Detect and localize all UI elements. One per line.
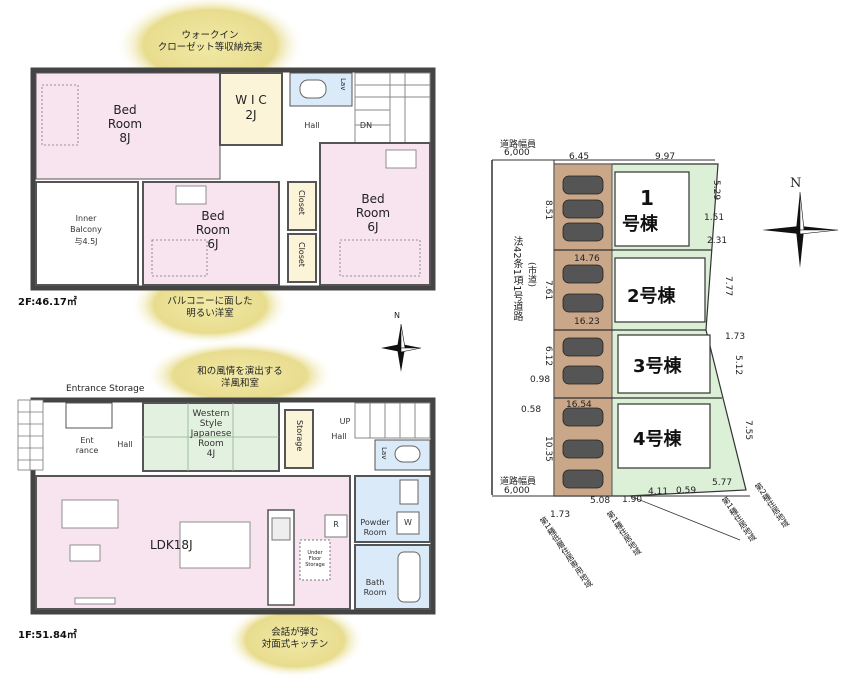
road-top-label: 道路幅員	[500, 140, 537, 150]
entrance-label2: rance	[75, 446, 99, 455]
dim-0-58: 0.58	[521, 405, 542, 415]
callout-1f-top-line2: 洋風和室	[220, 378, 259, 389]
bedroom-6j-a-size: 6J	[207, 237, 219, 251]
bath-room-label1: Bath	[365, 578, 385, 587]
hall-2f-label: Hall	[304, 121, 320, 130]
dim-10-35: 10.35	[543, 436, 553, 462]
underfloor-label1: Under	[307, 550, 323, 556]
callout-glow-1f-bottom	[225, 602, 365, 678]
dim-14-76: 14.76	[574, 254, 600, 264]
inner-balcony-label2: Balcony	[70, 225, 102, 234]
callout-1f-bottom-line1: 会話が弾む	[271, 627, 319, 638]
site-plan: N 道路幅員 6,000 道路幅員 6,000 法42条1項1号道路 (市道) …	[470, 0, 848, 679]
callout-glow-1f-top	[145, 340, 335, 410]
western-room-label1: Western	[192, 409, 230, 419]
dim-9-97: 9.97	[655, 152, 676, 162]
hall-2-1f-label: Hall	[331, 432, 347, 441]
dim-16-23: 16.23	[574, 317, 600, 327]
dim-7-77: 7.77	[723, 276, 733, 297]
building-2-label: 2号棟	[627, 286, 676, 307]
site-plan-drawing	[491, 159, 839, 541]
closet-b-label: Closet	[297, 242, 306, 267]
lav-1f-label: Lav	[380, 447, 388, 460]
inner-balcony-label1: Inner	[75, 214, 97, 223]
dim-0-98: 0.98	[530, 375, 551, 385]
road-bottom-label: 道路幅員	[500, 477, 537, 487]
building-4-label: 4号棟	[633, 429, 682, 450]
callout-1f-bottom-line2: 対面式キッチン	[261, 639, 329, 650]
bedroom-8j-size: 8J	[119, 131, 131, 145]
dim-8-51: 8.51	[543, 200, 553, 221]
underfloor-label2: Floor	[308, 556, 322, 562]
site-north-label: N	[790, 176, 802, 191]
floor-1-area: 1F:51.84㎡	[18, 630, 77, 641]
dn-label: DN	[359, 121, 373, 130]
ldk-label: LDK18J	[150, 538, 193, 552]
dim-0-59: 0.59	[676, 486, 697, 496]
compass-n-small: N	[394, 311, 400, 320]
dim-1-51: 1.51	[704, 213, 725, 223]
callout-2f-bottom-line1: バルコニーに面した	[167, 296, 253, 307]
floor-1-plan	[17, 397, 436, 615]
underfloor-label3: Storage	[305, 562, 325, 568]
dim-4-11: 4.11	[648, 487, 669, 497]
dim-5-29: 5.29	[711, 180, 721, 201]
entrance-storage-label: Entrance Storage	[66, 384, 145, 394]
callout-2f-top-line2: クローゼット等収納充実	[157, 42, 263, 53]
floor-plans: ウォークイン クローゼット等収納充実 Bed Room 8J W I C 2J …	[17, 0, 436, 678]
dim-1-73-a: 1.73	[725, 332, 746, 342]
dim-6-45: 6.45	[569, 152, 590, 162]
road-side-sub: (市道)	[526, 262, 536, 288]
refrigerator-label: R	[333, 520, 339, 529]
dim-5-08: 5.08	[590, 496, 611, 506]
dim-7-61: 7.61	[543, 280, 553, 301]
washer-label: W	[404, 518, 412, 527]
bedroom-6j-a-label2: Room	[195, 223, 231, 237]
dim-5-12: 5.12	[733, 355, 743, 376]
powder-room-label1: Powder	[360, 518, 390, 527]
dim-6-12: 6.12	[543, 346, 553, 367]
callout-2f-bottom-line2: 明るい洋室	[186, 308, 234, 319]
site-compass-icon	[762, 191, 839, 268]
hall-1f-label: Hall	[117, 440, 133, 449]
compass-icon	[381, 323, 422, 372]
road-side-label: 法42条1項1号道路	[511, 236, 522, 322]
building-1-suffix: 号棟	[622, 214, 658, 235]
callout-1f-top-line1: 和の風情を演出する	[197, 366, 283, 377]
dim-2-31: 2.31	[707, 236, 728, 246]
floor-2-plan	[30, 67, 436, 291]
bedroom-6j-b-label2: Room	[355, 206, 391, 220]
bath-room-label2: Room	[363, 588, 387, 597]
dim-1-90: 1.90	[622, 495, 643, 505]
dim-5-77: 5.77	[712, 478, 733, 488]
dim-1-73-b: 1.73	[550, 510, 571, 520]
western-room-label4: Room	[198, 439, 224, 449]
inner-balcony-size: 与4.5J	[74, 237, 98, 246]
bedroom-6j-a-label: Bed	[201, 209, 225, 223]
road-bottom-width: 6,000	[504, 486, 530, 496]
bedroom-6j-b-size: 6J	[367, 220, 379, 234]
closet-a-label: Closet	[297, 190, 306, 215]
western-room-label3: Japanese	[190, 429, 232, 439]
lav-2f-label: Lav	[339, 78, 347, 91]
wic-size: 2J	[245, 108, 257, 122]
floor-2-area: 2F:46.17㎡	[18, 297, 77, 308]
western-room-size: 4J	[206, 449, 216, 459]
callout-2f-top-line1: ウォークイン	[181, 30, 239, 41]
powder-room-label2: Room	[363, 528, 387, 537]
entrance-label1: Ent	[80, 436, 94, 445]
western-room-label2: Style	[199, 419, 223, 429]
dim-16-54: 16.54	[566, 400, 592, 410]
bedroom-8j-label: Bed	[113, 103, 137, 117]
building-3-label: 3号棟	[633, 356, 682, 377]
up-label: UP	[339, 417, 351, 426]
bedroom-6j-b-label: Bed	[361, 192, 385, 206]
road-top-width: 6,000	[504, 148, 530, 158]
dim-7-55: 7.55	[743, 420, 753, 441]
wic-label: W I C	[235, 93, 267, 107]
storage-label: Storage	[295, 420, 304, 452]
building-1-num: 1	[640, 186, 654, 210]
bedroom-8j-label2: Room	[107, 117, 143, 131]
floor-plan-drawing	[17, 0, 436, 678]
